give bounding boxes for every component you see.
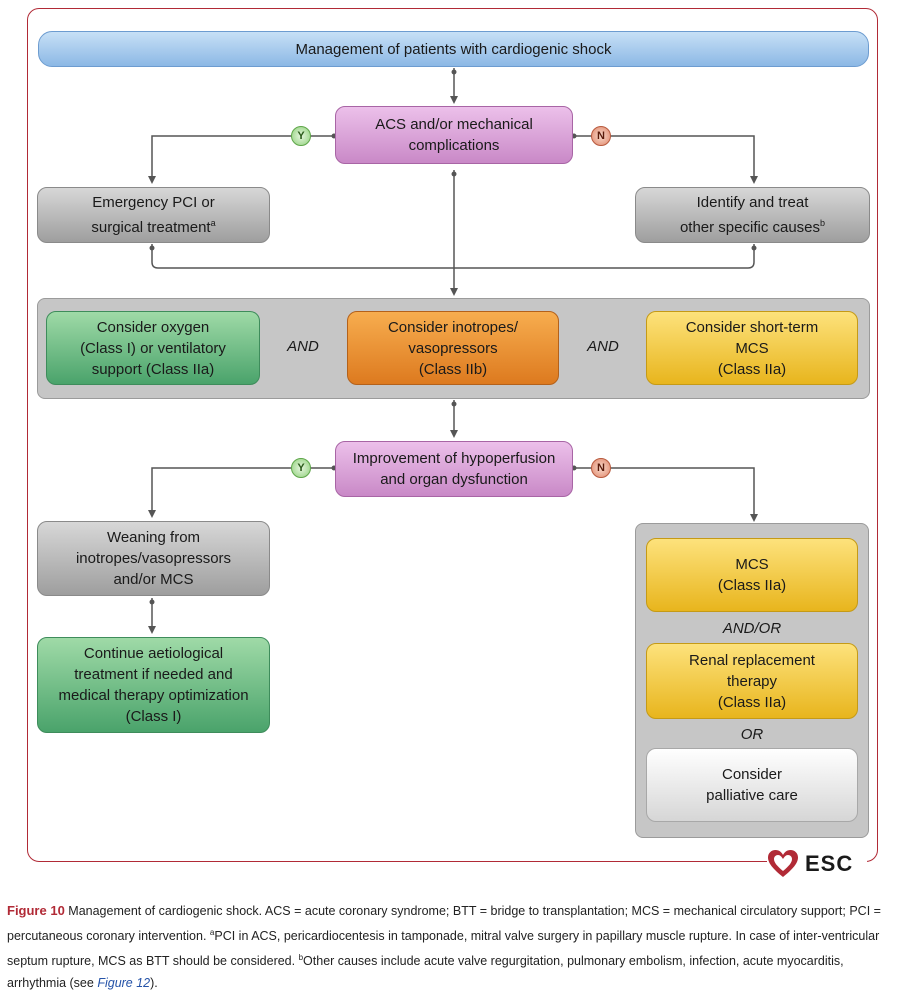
caption-note-a: PCI in ACS, pericardiocentesis in tampon… (7, 929, 880, 969)
mcs-box: MCS (Class IIa) (646, 538, 858, 612)
caption-main: Management of cardiogenic shock. ACS = a… (7, 904, 881, 944)
and-connector-1: AND (287, 338, 319, 355)
emergency-pci-box: Emergency PCI or surgical treatmenta (37, 187, 270, 243)
or-connector: OR (740, 726, 764, 743)
weaning-box: Weaning from inotropes/vasopressors and/… (37, 521, 270, 596)
identify-causes-box: Identify and treat other specific causes… (635, 187, 870, 243)
no-badge-1: N (591, 126, 611, 146)
figure-caption: Figure 10 Management of cardiogenic shoc… (7, 900, 903, 994)
arrow-acs-no (574, 135, 758, 184)
identify-causes-text: Identify and treat other specific causes (679, 194, 821, 236)
arrow-improvement-yes (148, 467, 334, 518)
title-box: Management of patients with cardiogenic … (38, 31, 869, 67)
caption-note-b-end: ). (150, 976, 158, 991)
esc-logo-text: ESC (805, 851, 854, 876)
line-merge (151, 244, 755, 269)
renal-replacement-box: Renal replacement therapy (Class IIa) (646, 643, 858, 719)
figure-label: Figure 10 (7, 903, 65, 918)
emergency-pci-text: Emergency PCI or surgical treatment (91, 194, 215, 236)
inotropes-box: Consider inotropes/ vasopressors (Class … (347, 311, 559, 385)
arrow-improvement-no (574, 467, 758, 522)
oxygen-box: Consider oxygen (Class I) or ventilatory… (46, 311, 260, 385)
figure-frame (27, 8, 878, 862)
continue-treatment-box: Continue aetiological treatment if neede… (37, 637, 270, 733)
short-term-mcs-box: Consider short-term MCS (Class IIa) (646, 311, 858, 385)
palliative-care-box: Consider palliative care (646, 748, 858, 822)
improvement-decision-box: Improvement of hypoperfusion and organ d… (335, 441, 573, 497)
acs-decision-box: ACS and/or mechanical complications (335, 106, 573, 164)
and-connector-2: AND (587, 338, 619, 355)
arrow-acs-yes (148, 135, 334, 184)
no-badge-2: N (591, 458, 611, 478)
and-or-connector: AND/OR (722, 620, 782, 637)
yes-badge-1: Y (291, 126, 311, 146)
caption-note-a-marker: a (209, 928, 215, 937)
heart-icon (768, 850, 798, 877)
emergency-pci-footnote: a (210, 218, 216, 228)
esc-logo: ESC (767, 847, 867, 881)
identify-causes-footnote: b (820, 218, 826, 228)
caption-note-b-marker: b (298, 953, 304, 963)
figure-12-link[interactable]: Figure 12 (97, 976, 151, 991)
yes-badge-2: Y (291, 458, 311, 478)
